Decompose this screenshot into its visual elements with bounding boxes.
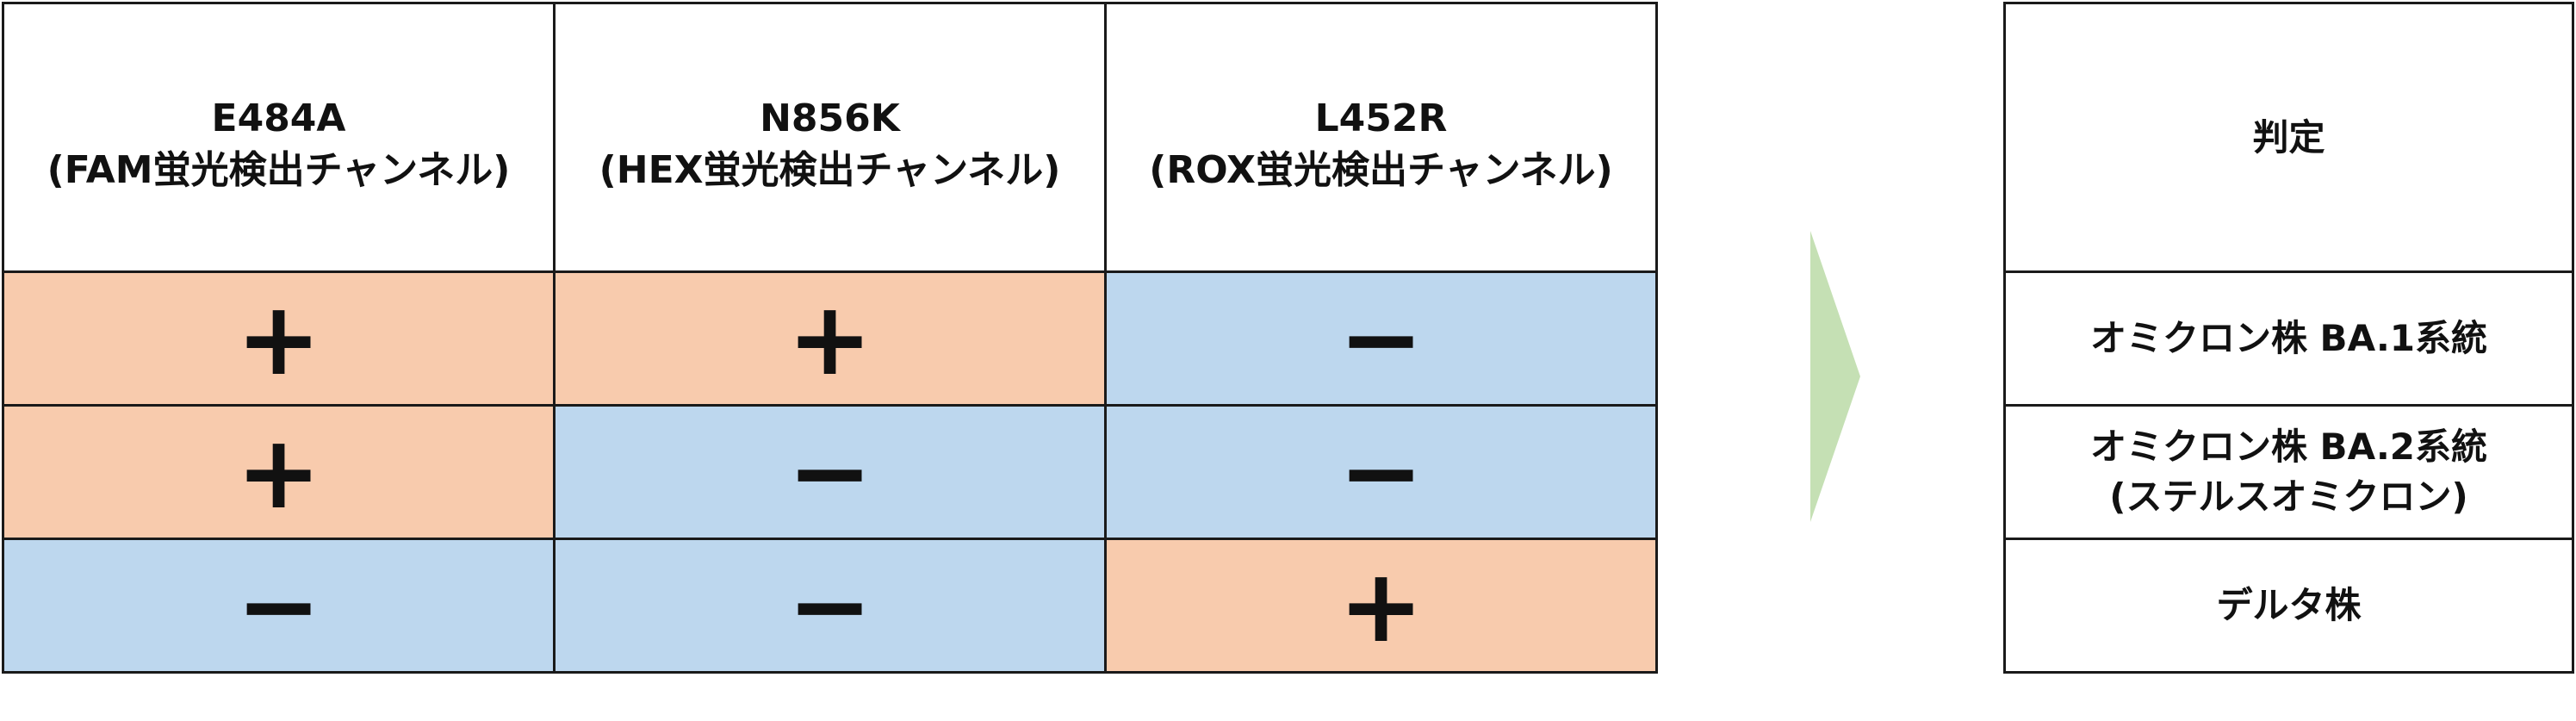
judgement-row-2: オミクロン株 BA.2系統 (ステルスオミクロン) bbox=[2006, 407, 2574, 540]
channel-label: (ROX蛍光検出チャンネル) bbox=[1149, 147, 1613, 192]
judgement-header: 判定 bbox=[2006, 4, 2574, 273]
result-cell-r3-c1: − bbox=[4, 540, 556, 674]
channel-label: (FAM蛍光検出チャンネル) bbox=[47, 147, 511, 192]
judgement-row-1: オミクロン株 BA.1系統 bbox=[2006, 273, 2574, 407]
judgement-table: 判定 オミクロン株 BA.1系統 オミクロン株 BA.2系統 (ステルスオミクロ… bbox=[2003, 2, 2574, 674]
judgement-subtext: (ステルスオミクロン) bbox=[2109, 475, 2468, 518]
arrow-icon bbox=[1810, 231, 1860, 522]
result-cell-r3-c2: − bbox=[556, 540, 1107, 674]
sign-symbol: − bbox=[787, 546, 872, 665]
result-cell-r2-c1: + bbox=[4, 407, 556, 540]
result-cell-r1-c2: + bbox=[556, 273, 1107, 407]
sign-symbol: − bbox=[1338, 413, 1424, 531]
mutation-name: N856K bbox=[760, 96, 900, 140]
sign-symbol: + bbox=[787, 279, 872, 398]
detection-table: E484A (FAM蛍光検出チャンネル) N856K (HEX蛍光検出チャンネル… bbox=[2, 2, 1658, 674]
header-cell-n856k: N856K (HEX蛍光検出チャンネル) bbox=[556, 4, 1107, 273]
result-cell-r3-c3: + bbox=[1107, 540, 1658, 674]
header-cell-l452r: L452R (ROX蛍光検出チャンネル) bbox=[1107, 4, 1658, 273]
arrow-shape bbox=[1810, 231, 1860, 522]
mutation-name: L452R bbox=[1314, 96, 1448, 140]
sign-symbol: + bbox=[236, 279, 321, 398]
sign-symbol: + bbox=[236, 413, 321, 531]
judgement-header-label: 判定 bbox=[2252, 115, 2325, 158]
header-cell-e484a: E484A (FAM蛍光検出チャンネル) bbox=[4, 4, 556, 273]
judgement-text: オミクロン株 BA.2系統 bbox=[2089, 426, 2488, 468]
sign-symbol: − bbox=[236, 546, 321, 665]
judgement-text: デルタ株 bbox=[2216, 584, 2362, 626]
channel-label: (HEX蛍光検出チャンネル) bbox=[599, 147, 1061, 192]
result-cell-r1-c3: − bbox=[1107, 273, 1658, 407]
result-cell-r2-c2: − bbox=[556, 407, 1107, 540]
result-cell-r2-c3: − bbox=[1107, 407, 1658, 540]
sign-symbol: − bbox=[787, 413, 872, 531]
sign-symbol: − bbox=[1338, 279, 1424, 398]
mutation-name: E484A bbox=[211, 96, 346, 140]
judgement-row-3: デルタ株 bbox=[2006, 540, 2574, 674]
result-cell-r1-c1: + bbox=[4, 273, 556, 407]
sign-symbol: + bbox=[1338, 546, 1424, 665]
judgement-text: オミクロン株 BA.1系統 bbox=[2089, 317, 2488, 359]
